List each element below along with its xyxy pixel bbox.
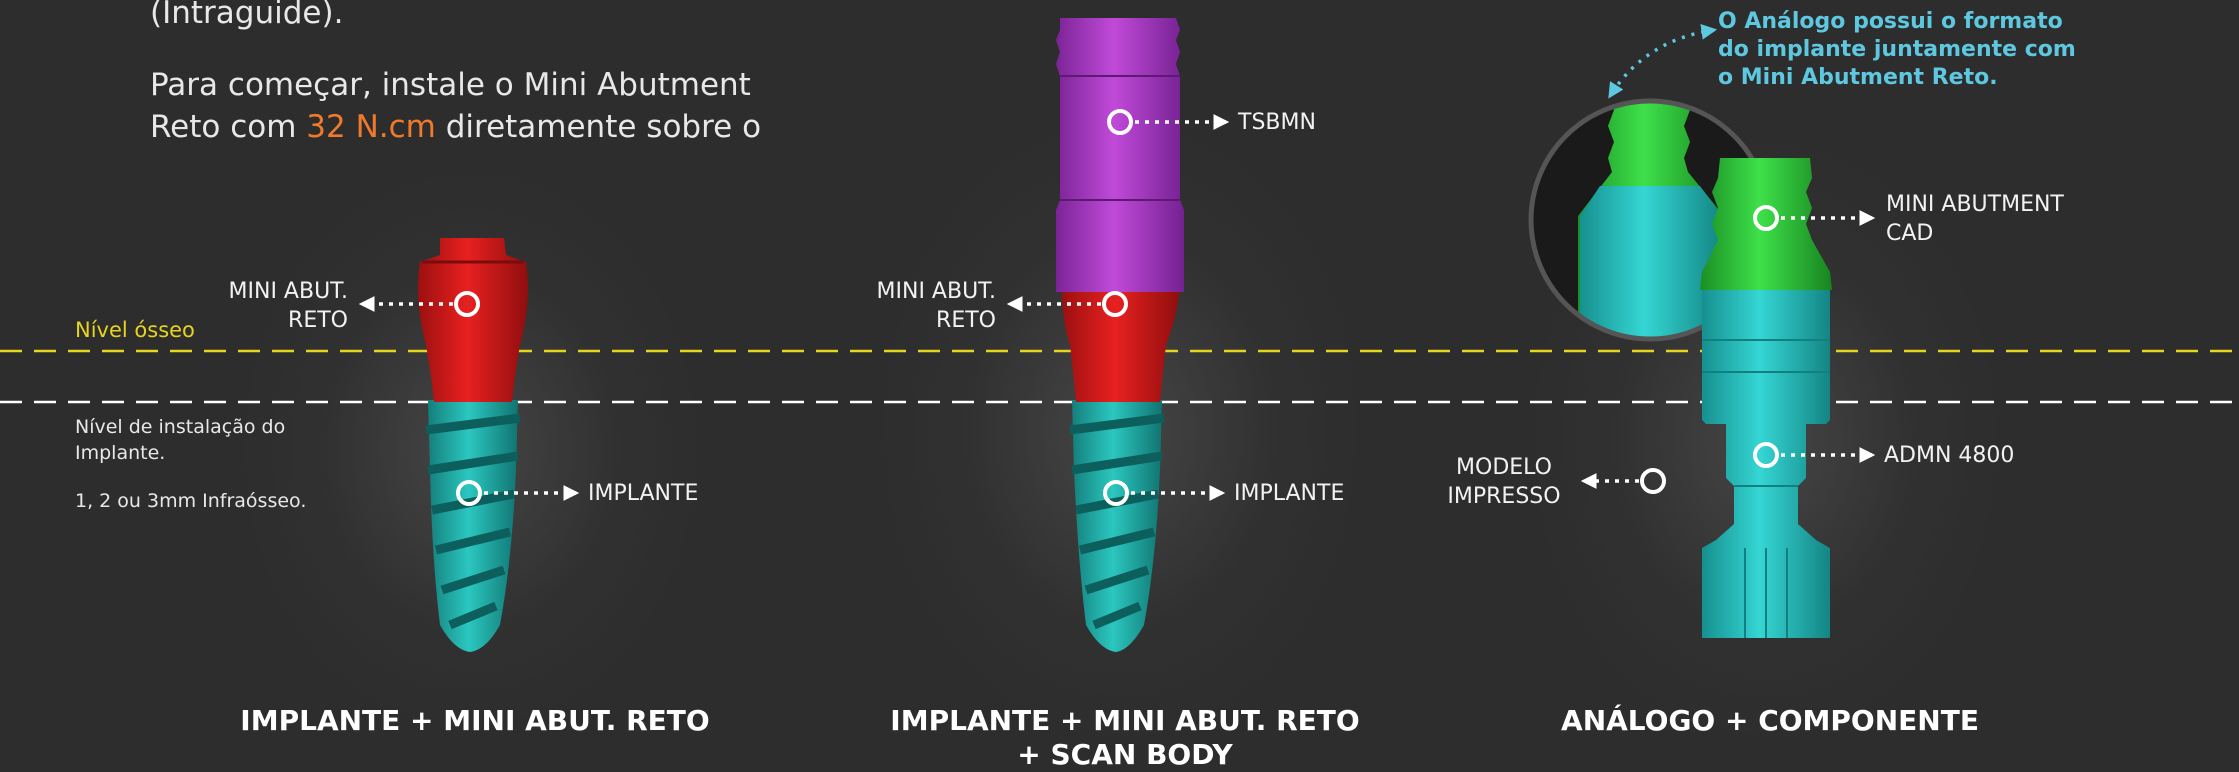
label-mini-abut-reto-2-line-2: RETO <box>826 306 996 335</box>
label-implante-2: IMPLANTE <box>1234 479 1344 508</box>
label-mini-abut-reto-2: MINI ABUT. RETO <box>826 277 996 335</box>
analog-note-line-1: O Análogo possui o formato <box>1718 8 2076 36</box>
mini-abutment-cad <box>1700 158 1832 290</box>
panel-1-implant-abutment <box>362 238 576 652</box>
caption-panel-1: IMPLANTE + MINI ABUT. RETO <box>175 704 775 737</box>
analog-note-line-2: do implante juntamente com <box>1718 36 2076 64</box>
scan-body-tsbmn <box>1056 18 1184 292</box>
label-implante-1: IMPLANTE <box>588 479 698 508</box>
label-mini-abutment-cad: MINI ABUTMENT CAD <box>1886 190 2064 248</box>
label-tsbmn: TSBMN <box>1238 108 1316 137</box>
note-pointer <box>1610 30 1714 96</box>
label-mini-abut-reto-1-line-1: MINI ABUT. <box>180 277 348 306</box>
implant-1 <box>426 400 520 652</box>
label-admn-4800: ADMN 4800 <box>1884 441 2014 470</box>
caption-panel-2-line-1: IMPLANTE + MINI ABUT. RETO <box>820 704 1430 738</box>
label-mini-abutment-cad-line-2: CAD <box>1886 219 2064 248</box>
caption-panel-2-line-2: + SCAN BODY <box>820 738 1430 772</box>
analog-note: O Análogo possui o formato do implante j… <box>1718 8 2076 92</box>
label-mini-abut-reto-2-line-1: MINI ABUT. <box>826 277 996 306</box>
label-modelo-impresso: MODELO IMPRESSO <box>1440 453 1568 511</box>
label-modelo-impresso-line-1: MODELO <box>1440 453 1568 482</box>
caption-panel-2: IMPLANTE + MINI ABUT. RETO + SCAN BODY <box>820 704 1430 772</box>
model-marker <box>1642 470 1664 492</box>
label-mini-abutment-cad-line-1: MINI ABUTMENT <box>1886 190 2064 219</box>
mini-abutment-reto-1 <box>418 238 528 402</box>
analog-note-line-3: o Mini Abutment Reto. <box>1718 64 2076 92</box>
label-mini-abut-reto-1-line-2: RETO <box>180 306 348 335</box>
panel-2-implant-abutment-scanbody <box>1010 18 1226 652</box>
panel-3-analog-component <box>1490 30 1872 638</box>
caption-panel-3: ANÁLOGO + COMPONENTE <box>1470 704 2070 737</box>
label-modelo-impresso-line-2: IMPRESSO <box>1440 482 1568 511</box>
label-mini-abut-reto-1: MINI ABUT. RETO <box>180 277 348 335</box>
implant-2 <box>1070 400 1164 652</box>
